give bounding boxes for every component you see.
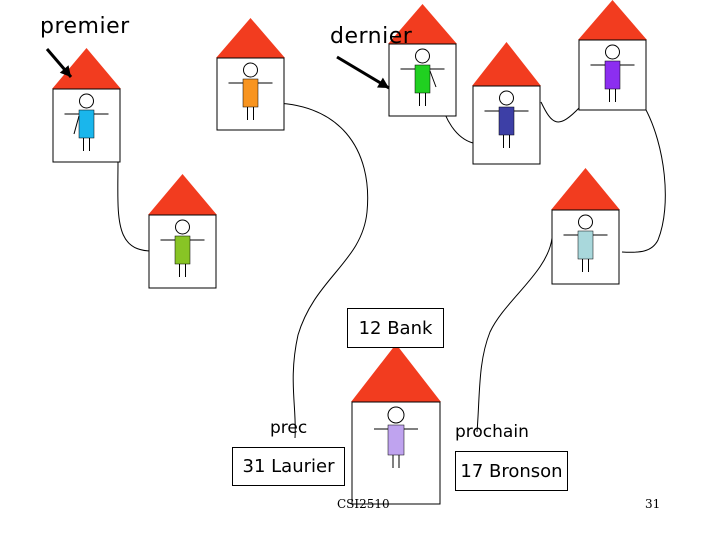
pointer-arrows [45,48,390,90]
prochain-label: prochain [455,422,529,442]
stick-figure-icon [160,219,205,277]
stick-figure-icon [64,93,109,151]
houses [52,0,647,505]
house-dernier [388,4,457,117]
link-curve-5 [621,107,666,253]
torso [604,60,621,90]
head [243,62,258,78]
head [415,48,430,64]
head [605,44,620,60]
link-curve-6 [476,237,553,433]
house-premier [52,48,121,163]
stick-figure-icon [374,406,418,468]
roof-icon [578,0,647,40]
roof-icon [472,42,541,86]
stick-figure-icon [563,214,608,272]
house-current [351,344,441,505]
prec-label: prec [270,418,308,438]
torso [174,235,191,265]
arrow-head [377,77,389,88]
address-box-bronson: 17 Bronson [455,451,568,491]
arrow-dernier [336,55,390,90]
torso [387,424,405,456]
arrow-head [59,65,71,77]
roof-icon [551,168,620,210]
torso [498,106,515,136]
premier-label: premier [40,14,130,39]
link-curve-4 [540,101,581,123]
torso [242,78,259,108]
dernier-label: dernier [330,24,413,49]
roof-icon [351,344,441,402]
head [387,406,405,424]
stick-figure-icon [484,90,529,148]
course-code: CSI2510 [337,497,390,511]
address-box-laurier: 31 Laurier [232,447,345,486]
house-green [148,174,217,289]
address-box-bank: 12 Bank [347,308,444,348]
torso [414,64,431,94]
torso [78,109,95,139]
link-curve-2 [262,102,369,439]
house-lightblue [551,168,620,285]
head [578,214,593,230]
hand [429,70,437,88]
roof-icon [388,4,457,44]
torso [577,230,594,260]
head [175,219,190,235]
head [499,90,514,106]
roof-icon [52,48,121,89]
hand [73,115,80,135]
stick-figure-icon [590,44,635,102]
roof-icon [216,18,285,58]
roof-icon [148,174,217,215]
stick-figure-icon [228,62,273,120]
stick-figure-icon [400,48,445,106]
arrow-premier [45,48,73,78]
head [79,93,94,109]
house-navy [472,42,541,165]
house-purple [578,0,647,111]
house-orange [216,18,285,131]
page-number: 31 [645,497,661,511]
